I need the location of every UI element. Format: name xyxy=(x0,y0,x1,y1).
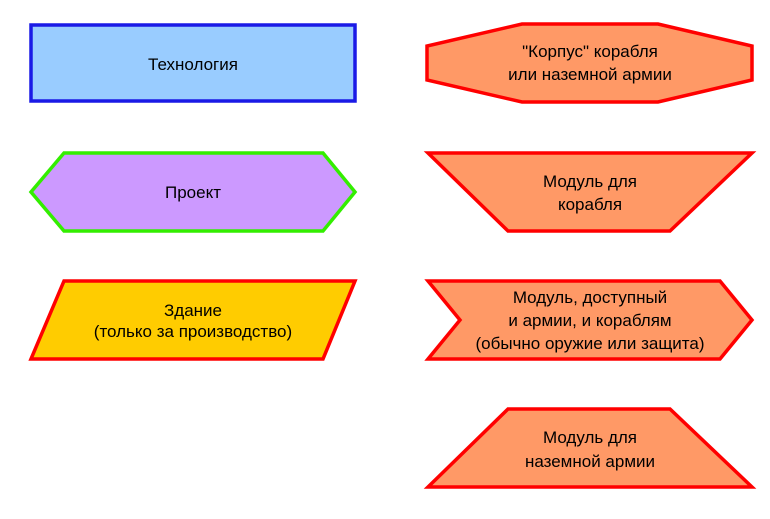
shared-module-chevron xyxy=(424,279,755,361)
technology-label: Технология xyxy=(148,55,238,74)
node-shared-module: Модуль, доступный и армии, и кораблям (о… xyxy=(424,279,755,361)
hull-label-line1: "Корпус" корабля xyxy=(522,42,658,61)
shared-module-label-line1: Модуль, доступный xyxy=(513,288,667,307)
project-label: Проект xyxy=(165,183,221,202)
technology-rectangle xyxy=(29,23,357,103)
node-hull: "Корпус" корабля или наземной армии xyxy=(425,22,754,104)
army-module-label-line2: наземной армии xyxy=(525,452,655,471)
node-technology: Технология xyxy=(29,23,357,103)
army-module-trapezoid xyxy=(423,407,757,489)
node-army-module: Модуль для наземной армии xyxy=(423,407,757,489)
hull-octagon xyxy=(425,22,754,104)
node-ship-module: Модуль для корабля xyxy=(423,151,757,233)
shared-module-label-line3: (обычно оружие или защита) xyxy=(475,334,704,353)
shared-module-label-line2: и армии, и кораблям xyxy=(508,311,671,330)
building-label-line1: Здание xyxy=(164,301,222,320)
building-parallelogram xyxy=(28,279,358,361)
building-label-line2: (только за производство) xyxy=(94,322,292,341)
project-hexagon xyxy=(28,151,358,233)
hull-label-line2: или наземной армии xyxy=(508,65,672,84)
ship-module-trapezoid xyxy=(423,151,757,233)
ship-module-label-line1: Модуль для xyxy=(543,172,637,191)
ship-module-label-line2: корабля xyxy=(558,195,622,214)
army-module-label-line1: Модуль для xyxy=(543,428,637,447)
node-building: Здание (только за производство) xyxy=(28,279,358,361)
node-project: Проект xyxy=(28,151,358,233)
